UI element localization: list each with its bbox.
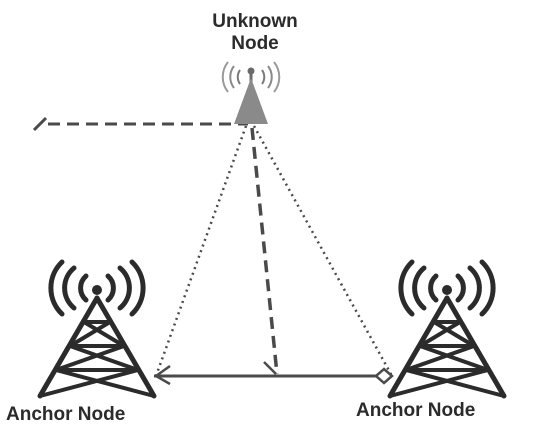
dotted-line-to-left-anchor bbox=[154, 125, 248, 377]
unknown-node-label-line1: Unknown bbox=[212, 11, 298, 32]
vertical-dashed-line bbox=[250, 127, 279, 375]
right-anchor-tower-icon bbox=[387, 259, 507, 399]
unknown-node-label-line2: Node bbox=[231, 32, 279, 54]
anchor-baseline bbox=[153, 361, 394, 386]
left-anchor-tower-icon bbox=[37, 259, 157, 399]
unknown-node-label: Unknown Node bbox=[195, 11, 315, 55]
right-anchor-label: Anchor Node bbox=[356, 400, 476, 421]
horizontal-dashed-line bbox=[32, 116, 248, 132]
unknown-node-antenna-icon bbox=[221, 61, 281, 124]
left-anchor-label: Anchor Node bbox=[6, 404, 126, 425]
